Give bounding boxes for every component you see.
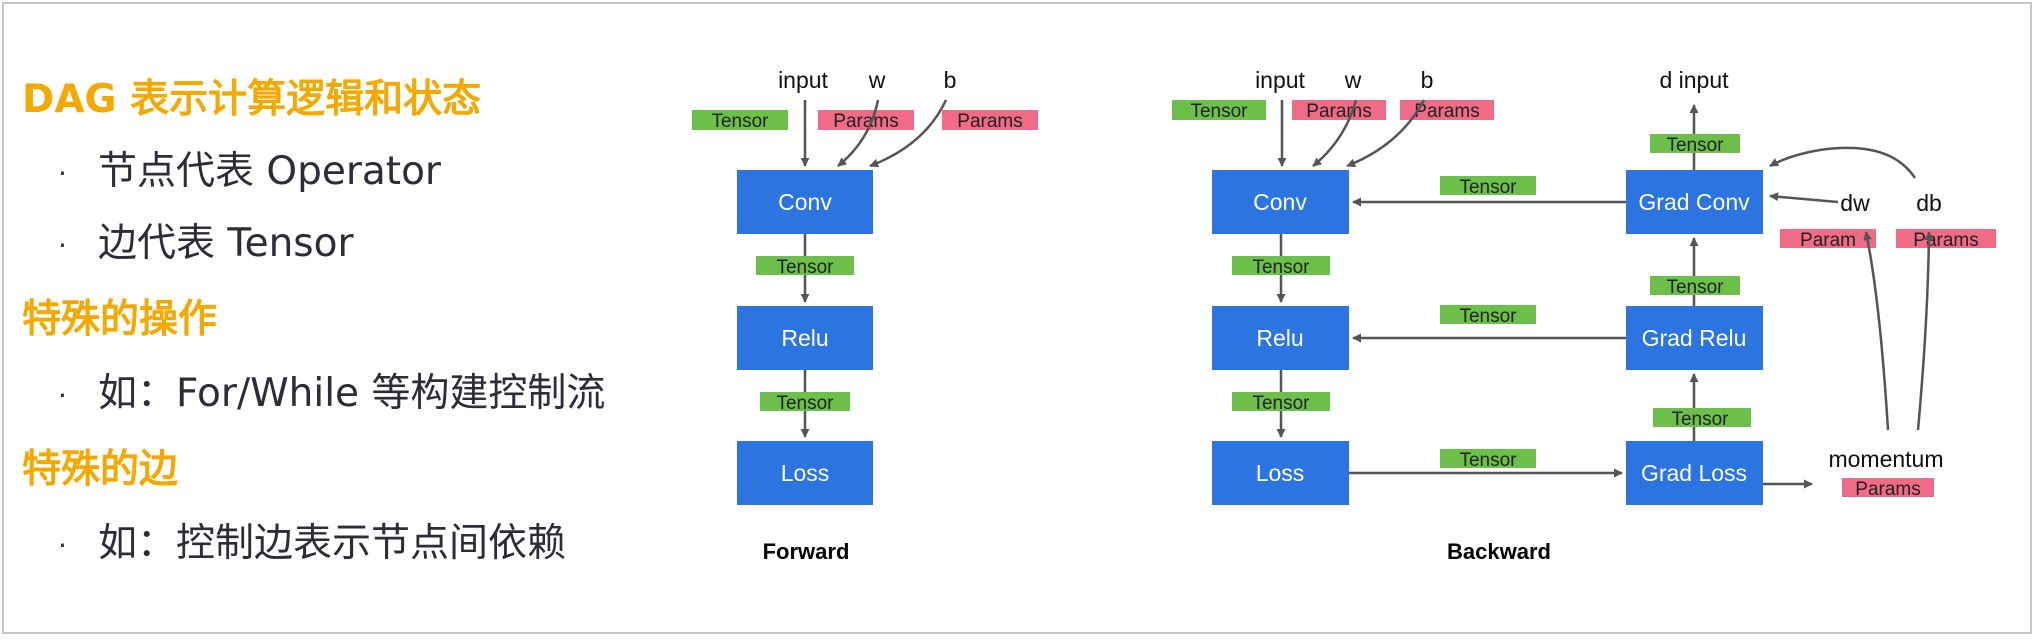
forward-graph: input w b Tensor Params Params Conv Relu xyxy=(692,67,1038,564)
forward-tensor-tag-conv-relu: Tensor xyxy=(756,256,854,278)
tensor-tag-gradconv-conv: Tensor xyxy=(1440,176,1536,198)
backward-caption: Backward xyxy=(1447,539,1551,564)
backward-input-label: input xyxy=(1255,67,1305,93)
forward-conv-node: Conv xyxy=(737,170,873,234)
bullet-text: 如：控制边表示节点间依赖 xyxy=(98,521,567,566)
backward-relu-node: Relu xyxy=(1212,306,1349,370)
db-to-gradconv-arrow xyxy=(1769,146,1917,179)
node-label: Relu xyxy=(781,325,828,351)
backward-params-tag-w: Params xyxy=(1292,100,1386,122)
tensor-tag-gradrelu-gradconv: Tensor xyxy=(1650,276,1740,298)
tag-label: Params xyxy=(957,111,1022,132)
backward-conv-node: Conv xyxy=(1212,170,1349,234)
forward-params-tag-w: Params xyxy=(818,110,914,132)
tag-label: Tensor xyxy=(1671,409,1729,430)
tag-label: Params xyxy=(1913,230,1978,251)
forward-relu-node: Relu xyxy=(737,306,873,370)
bullet-text: 如：For/While 等构建控制流 xyxy=(98,371,606,416)
node-label: Grad Conv xyxy=(1638,189,1750,215)
node-label: Relu xyxy=(1256,325,1303,351)
bullet-text: 节点代表 Operator xyxy=(98,149,441,194)
momentum-to-db-arrow xyxy=(1916,231,1934,431)
tensor-tag-gradconv-dinput: Tensor xyxy=(1650,134,1740,156)
momentum-to-dw-arrow xyxy=(1863,231,1890,431)
tensor-tag-gradloss-gradrelu: Tensor xyxy=(1653,408,1751,430)
forward-w-arrow xyxy=(837,99,880,167)
tag-label: Tensor xyxy=(776,393,834,414)
forward-caption: Forward xyxy=(763,539,850,564)
dw-label: dw xyxy=(1840,190,1870,216)
tag-label: Tensor xyxy=(1190,101,1248,122)
forward-b-arrow xyxy=(869,99,948,168)
tag-label: Param xyxy=(1800,230,1856,251)
tag-label: Tensor xyxy=(1252,257,1310,278)
tag-label: Params xyxy=(833,111,898,132)
backward-params-tag-b: Params xyxy=(1400,100,1494,122)
node-label: Loss xyxy=(1256,460,1305,486)
node-label: Grad Loss xyxy=(1641,460,1747,486)
tag-label: Params xyxy=(1855,479,1920,500)
heading-dag: DAG 表示计算逻辑和状态 xyxy=(22,77,482,122)
forward-tensor-tag-relu-loss: Tensor xyxy=(760,392,850,414)
momentum-label: momentum xyxy=(1828,446,1943,472)
node-label: Grad Relu xyxy=(1642,325,1747,351)
tag-label: Tensor xyxy=(1459,306,1517,327)
backward-graph: input w b Tensor Params Params Conv Relu xyxy=(1172,67,1996,564)
tag-label: Tensor xyxy=(1666,135,1724,156)
backward-b-label: b xyxy=(1421,67,1434,93)
params-tag-dw: Param xyxy=(1780,229,1876,251)
grad-conv-node: Grad Conv xyxy=(1626,170,1763,234)
backward-b-arrow xyxy=(1346,99,1426,168)
grad-loss-node: Grad Loss xyxy=(1626,441,1763,505)
node-label: Conv xyxy=(1253,189,1307,215)
bullet-item-control-flow: · 如：For/While 等构建控制流 xyxy=(58,362,605,418)
forward-w-label: w xyxy=(868,67,886,93)
bullet-dot: · xyxy=(58,229,67,262)
heading-special-edges: 特殊的边 xyxy=(22,447,179,492)
params-tag-momentum: Params xyxy=(1842,478,1934,500)
bullet-text: 边代表 Tensor xyxy=(98,221,354,266)
bullet-dot: · xyxy=(58,157,67,190)
bullet-item-tensor: · 边代表 Tensor xyxy=(58,212,354,268)
forward-b-label: b xyxy=(944,67,957,93)
forward-loss-node: Loss xyxy=(737,441,873,505)
d-input-label: d input xyxy=(1659,67,1729,93)
node-label: Conv xyxy=(778,189,832,215)
backward-w-label: w xyxy=(1344,67,1362,93)
tag-label: Params xyxy=(1414,101,1479,122)
node-label: Loss xyxy=(781,460,830,486)
bullet-item-operator: · 节点代表 Operator xyxy=(58,140,441,196)
backward-w-arrow xyxy=(1312,99,1358,167)
heading-special-ops: 特殊的操作 xyxy=(22,297,218,342)
bullet-dot: · xyxy=(58,379,67,412)
backward-tensor-tag-conv-relu: Tensor xyxy=(1232,256,1330,278)
backward-tensor-tag-input: Tensor xyxy=(1172,100,1266,122)
tag-label: Params xyxy=(1306,101,1371,122)
dw-to-gradconv-arrow xyxy=(1769,192,1839,204)
tag-label: Tensor xyxy=(1252,393,1310,414)
tag-label: Tensor xyxy=(776,257,834,278)
forward-input-label: input xyxy=(778,67,828,93)
tag-label: Tensor xyxy=(1459,177,1517,198)
params-tag-db: Params xyxy=(1896,229,1996,251)
bullet-dot: · xyxy=(58,529,67,562)
tag-label: Tensor xyxy=(711,111,769,132)
grad-relu-node: Grad Relu xyxy=(1626,306,1763,370)
db-label: db xyxy=(1916,190,1942,216)
backward-tensor-tag-relu-loss: Tensor xyxy=(1232,392,1330,414)
tag-label: Tensor xyxy=(1666,277,1724,298)
tensor-tag-gradrelu-relu: Tensor xyxy=(1440,305,1536,327)
bullet-item-control-edge: · 如：控制边表示节点间依赖 xyxy=(58,512,566,568)
forward-tensor-tag-input: Tensor xyxy=(692,110,788,132)
tensor-tag-loss-gradloss: Tensor xyxy=(1440,449,1536,471)
forward-params-tag-b: Params xyxy=(942,110,1038,132)
backward-loss-node: Loss xyxy=(1212,441,1349,505)
tag-label: Tensor xyxy=(1459,450,1517,471)
